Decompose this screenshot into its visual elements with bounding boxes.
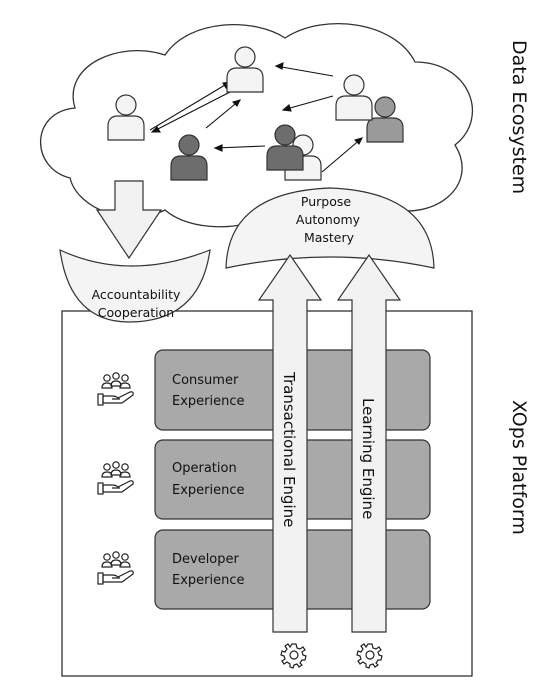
experience-developer-line-2: Experience	[172, 573, 245, 588]
xops-platform-title: XOps Platform	[508, 400, 530, 535]
experience-operation-line-1: Operation	[172, 461, 237, 476]
down-arrow	[95, 180, 163, 260]
transactional-engine-label: Transactional Engine	[280, 371, 298, 527]
learning-engine-arrow	[336, 253, 402, 633]
mastery-line: Mastery	[304, 230, 355, 245]
autonomy-line: Autonomy	[296, 212, 361, 227]
data-ecosystem-cloud	[39, 22, 473, 228]
learning-engine-label: Learning Engine	[359, 398, 377, 519]
purpose-banner	[225, 187, 435, 269]
experience-consumer-line-1: Consumer	[172, 373, 239, 388]
experience-developer-line-1: Developer	[172, 552, 240, 567]
purpose-line: Purpose	[301, 194, 351, 209]
accountability-line-1: Accountability	[92, 287, 181, 302]
accountability-banner	[59, 248, 211, 323]
experience-consumer-line-2: Experience	[172, 394, 245, 409]
data-ecosystem-title: Data Ecosystem	[508, 40, 530, 194]
transactional-engine-arrow	[257, 253, 323, 633]
experience-operation-line-2: Experience	[172, 483, 245, 498]
accountability-line-2: Cooperation	[98, 305, 174, 320]
